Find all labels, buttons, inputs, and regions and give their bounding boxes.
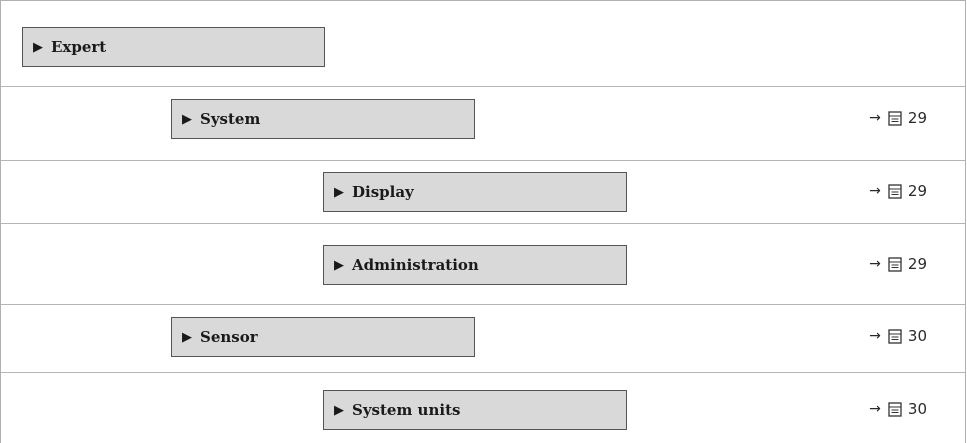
arrow-right-icon: → xyxy=(869,401,881,417)
menu-row-sensor: ▶ Sensor → 30 xyxy=(1,304,965,373)
menu-item-sensor[interactable]: ▶ Sensor xyxy=(171,317,475,357)
page-number: 30 xyxy=(907,400,927,418)
menu-item-label: System xyxy=(200,110,261,128)
book-icon xyxy=(888,328,902,344)
expand-triangle-icon: ▶ xyxy=(334,184,344,200)
menu-row-display: ▶ Display → 29 xyxy=(1,160,965,224)
arrow-right-icon: → xyxy=(869,110,881,126)
menu-item-administration[interactable]: ▶ Administration xyxy=(323,245,627,285)
menu-row-expert: ▶ Expert xyxy=(1,0,965,87)
book-icon xyxy=(888,401,902,417)
expand-triangle-icon: ▶ xyxy=(33,39,43,55)
menu-row-administration: ▶ Administration → 29 xyxy=(1,223,965,305)
menu-item-label: Display xyxy=(352,183,414,201)
menu-item-system[interactable]: ▶ System xyxy=(171,99,475,139)
arrow-right-icon: → xyxy=(869,256,881,272)
arrow-right-icon: → xyxy=(869,183,881,199)
menu-item-label: System units xyxy=(352,401,461,419)
page-reference[interactable]: → 30 xyxy=(869,400,927,418)
arrow-right-icon: → xyxy=(869,328,881,344)
page-reference[interactable]: → 29 xyxy=(869,255,927,273)
menu-item-label: Expert xyxy=(51,38,107,56)
page-number: 29 xyxy=(907,255,927,273)
expand-triangle-icon: ▶ xyxy=(182,329,192,345)
book-icon xyxy=(888,256,902,272)
page-reference[interactable]: → 30 xyxy=(869,327,927,345)
page-reference[interactable]: → 29 xyxy=(869,182,927,200)
expand-triangle-icon: ▶ xyxy=(334,257,344,273)
menu-item-expert[interactable]: ▶ Expert xyxy=(22,27,325,67)
expand-triangle-icon: ▶ xyxy=(182,111,192,127)
book-icon xyxy=(888,110,902,126)
menu-item-system-units[interactable]: ▶ System units xyxy=(323,390,627,430)
menu-item-display[interactable]: ▶ Display xyxy=(323,172,627,212)
menu-row-system: ▶ System → 29 xyxy=(1,86,965,161)
expand-triangle-icon: ▶ xyxy=(334,402,344,418)
book-icon xyxy=(888,183,902,199)
page-number: 29 xyxy=(907,182,927,200)
page-number: 30 xyxy=(907,327,927,345)
menu-item-label: Sensor xyxy=(200,328,258,346)
menu-item-label: Administration xyxy=(352,256,479,274)
page-reference[interactable]: → 29 xyxy=(869,109,927,127)
menu-row-system-units: ▶ System units → 30 xyxy=(1,372,965,443)
page-number: 29 xyxy=(907,109,927,127)
